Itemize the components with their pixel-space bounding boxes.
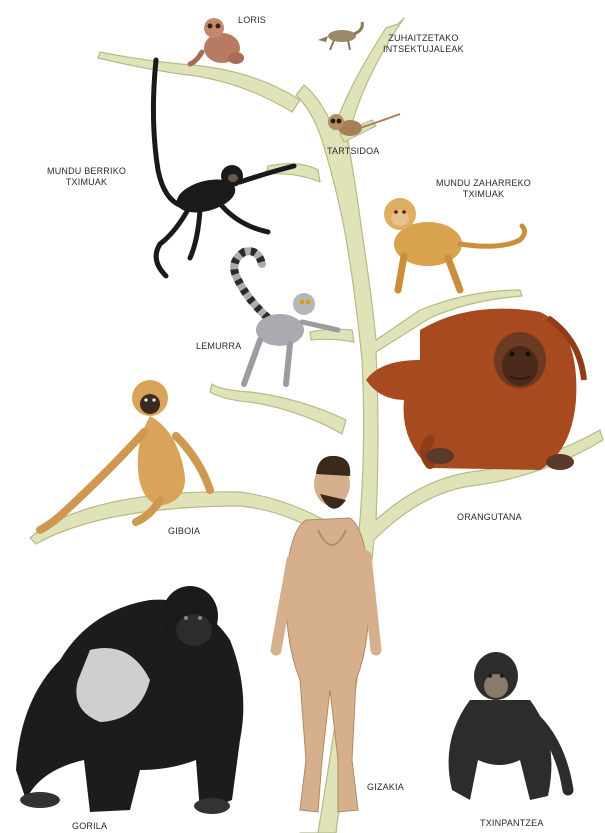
label-loris: LORIS	[238, 15, 266, 26]
label-chimpanzee: TXINPANTZEA	[480, 818, 544, 829]
label-new-world-monkeys: MUNDU BERRIKO TXIMUAK	[47, 166, 126, 188]
macaque-icon	[384, 198, 525, 290]
loris-icon	[190, 18, 244, 64]
tree-shrew-icon	[318, 22, 362, 50]
label-lemur: LEMURRA	[196, 341, 241, 352]
label-new-world-monkeys-line2: TXIMUAK	[47, 177, 126, 188]
label-old-world-monkeys-line1: MUNDU ZAHARREKO	[436, 178, 531, 189]
label-tarsier: TARTSIDOA	[327, 146, 379, 157]
label-tree-insectivores: ZUHAITZETAKO INTSEKTUJALEAK	[383, 33, 464, 55]
label-old-world-monkeys-line2: TXIMUAK	[436, 189, 531, 200]
label-orangutan: ORANGUTANA	[457, 512, 522, 523]
label-tree-insectivores-line1: ZUHAITZETAKO	[383, 33, 464, 44]
label-gibbon: GIBOIA	[168, 526, 200, 537]
lemur-icon	[234, 251, 338, 384]
label-new-world-monkeys-line1: MUNDU BERRIKO	[47, 166, 126, 177]
label-old-world-monkeys: MUNDU ZAHARREKO TXIMUAK	[436, 178, 531, 200]
gorilla-icon	[16, 586, 243, 814]
label-tree-insectivores-line2: INTSEKTUJALEAK	[383, 44, 464, 55]
chimpanzee-icon	[449, 652, 568, 800]
label-gorilla: GORILA	[72, 821, 107, 832]
label-human: GIZAKIA	[367, 782, 404, 793]
